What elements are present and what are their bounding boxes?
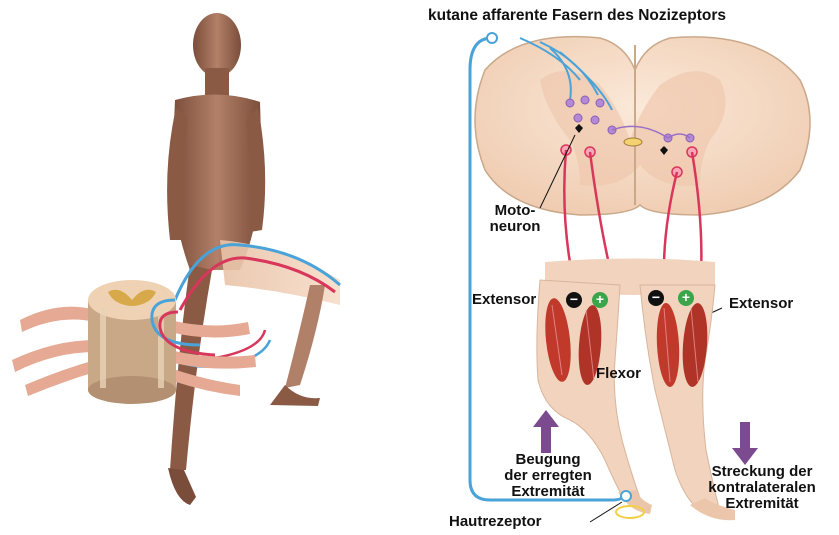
- extensor-label-left: Extensor: [472, 292, 536, 308]
- motoneuron-label-line2: neuron: [485, 219, 545, 235]
- human-figure: [160, 13, 340, 505]
- flexion-label-line1: Beugung: [488, 452, 608, 468]
- extensor-label-right: Extensor: [729, 296, 793, 312]
- flexion-label: Beugung der erregten Extremität: [488, 452, 608, 500]
- extension-label-line2: kontralateralen: [688, 480, 836, 496]
- minus-sign-right: −: [650, 289, 662, 305]
- spinal-cord-segment: [12, 280, 256, 404]
- dorsal-root-ganglion-icon: [487, 33, 497, 43]
- flexion-label-line3: Extremität: [488, 484, 608, 500]
- plus-sign-left: +: [594, 291, 606, 307]
- spinal-cord-cross-section: [475, 37, 810, 215]
- motoneuron-label: Moto- neuron: [485, 203, 545, 235]
- extension-label: Streckung der kontralateralen Extremität: [688, 464, 836, 512]
- extension-arrow: [732, 422, 758, 465]
- skin-receptor-icon: [616, 506, 644, 518]
- motoneuron-label-line1: Moto-: [485, 203, 545, 219]
- extension-label-line3: Extremität: [688, 496, 836, 512]
- diagram-title: kutane affarente Fasern des Nozizeptors: [428, 8, 726, 24]
- flexor-label: Flexor: [596, 366, 641, 382]
- flexion-arrow: [533, 410, 559, 453]
- receptor-label: Hautrezeptor: [449, 514, 542, 530]
- plus-sign-right: +: [680, 289, 692, 305]
- minus-sign-left: −: [568, 291, 580, 307]
- flexion-label-line2: der erregten: [488, 468, 608, 484]
- extension-label-line1: Streckung der: [688, 464, 836, 480]
